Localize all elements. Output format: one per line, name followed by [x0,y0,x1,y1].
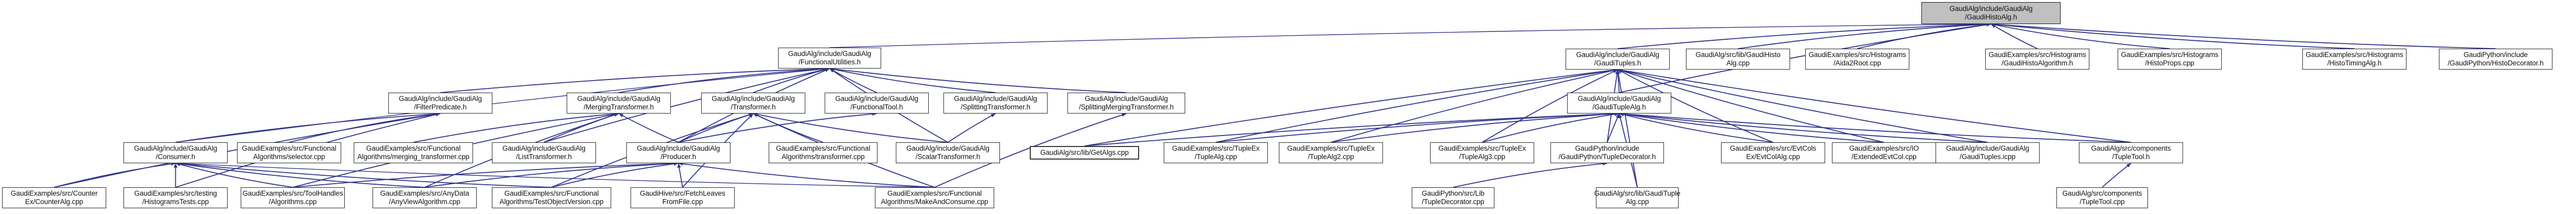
graph-node[interactable]: GaudiAlg/include/GaudiAlg /SplittingTran… [943,93,1048,114]
graph-node[interactable]: GaudiExamples/src/Histograms /GaudiHisto… [1985,49,2089,70]
graph-edge [1619,112,1988,143]
graph-edge [175,162,293,188]
graph-edge [175,162,552,188]
graph-node[interactable]: GaudiAlg/include/GaudiAlg /Consumer.h [123,142,228,163]
graph-node[interactable]: GaudiExamples/src/ToolHandles /Algorithm… [241,187,345,208]
graph-edge [1990,23,2170,49]
graph-node[interactable]: GaudiExamples/src/IO /ExtendedEvtCol.cpp [1832,142,1936,163]
graph-node[interactable]: GaudiExamples/src/Functional Algorithms/… [354,142,473,163]
graph-node[interactable]: GaudiAlg/src/components /TupleTool.cpp [2056,187,2148,208]
graph-node[interactable]: GaudiAlg/include/GaudiAlg /Transformer.h [701,93,805,114]
graph-node[interactable]: GaudiAlg/include/GaudiAlg /Producer.h [626,142,730,163]
graph-node[interactable]: GaudiPython/include /GaudiPython/TupleDe… [1550,142,1664,163]
graph-node[interactable]: GaudiAlg/include/GaudiAlg /FilterPredica… [388,93,492,114]
graph-node[interactable]: GaudiAlg/src/lib/GaudiTuple Alg.cpp [1594,187,1681,208]
graph-edge [948,113,996,143]
graph-edge [1617,69,1988,143]
graph-node[interactable]: GaudiExamples/src/TupleEx /TupleAlg.cpp [1164,142,1268,163]
graph-edge [678,112,877,143]
graph-edge [677,163,683,188]
graph-node[interactable]: GaudiExamples/src/Histograms /HistoTimin… [2302,49,2406,70]
graph-edge [753,112,948,143]
graph-edge [678,162,935,188]
graph-node[interactable]: GaudiAlg/include/GaudiAlg /GaudiTuples.i… [1936,142,2040,163]
graph-edge [1616,69,1638,188]
graph-edge [440,66,830,93]
graph-node[interactable]: GaudiPython/src/Lib /TupleDecorator.cpp [1412,187,1494,208]
graph-edge [1216,68,1618,143]
graph-node[interactable]: GaudiAlg/include/GaudiAlg /MergingTransf… [567,93,671,114]
graph-edge [753,67,830,93]
graph-edge [1738,22,1992,49]
graph-edge [1331,112,1619,143]
graph-edge [1619,112,2131,143]
graph-node[interactable]: GaudiExamples/src/Counter Ex/CounterAlg.… [2,187,106,208]
graph-edge [1619,112,1884,143]
graph-edge [829,67,996,93]
graph-node[interactable]: GaudiAlg/include/GaudiAlg /GaudiTupleAlg… [1567,93,1671,114]
graph-edge [829,22,1992,48]
graph-edge [678,113,753,143]
graph-edge [1619,112,1773,143]
graph-node[interactable]: GaudiExamples/src/AnyData /AnyViewAlgori… [373,187,477,208]
graph-edge [1617,68,2131,143]
graph-edge [1990,22,2496,49]
graph-edge [1617,22,1992,49]
graph-edge [1084,111,1619,147]
graph-edge [829,67,1127,93]
graph-edge [1606,113,1620,143]
graph-node[interactable]: GaudiAlg/include/GaudiAlg /ScalarTransfo… [896,142,1000,163]
graph-node[interactable]: GaudiAlg/src/components /TupleTool.h [2079,142,2183,163]
graph-node[interactable]: GaudiAlg/include/GaudiAlg /FunctionalToo… [825,93,929,114]
graph-edge [424,161,679,188]
graph-edge [829,68,877,93]
graph-edge [1216,111,1619,143]
graph-node[interactable]: GaudiAlg/include/GaudiAlg /SplittingMerg… [1067,93,1185,114]
graph-node[interactable]: GaudiHive/src/FetchLeaves FromFile.cpp [631,187,735,208]
graph-edge [618,67,830,93]
graph-node-root[interactable]: GaudiAlg/include/GaudiAlg /GaudiHistoAlg… [1921,2,2061,24]
graph-node[interactable]: GaudiExamples/src/TupleEx /TupleAlg2.cpp [1279,142,1383,163]
graph-node[interactable]: GaudiExamples/src/Histograms /HistoProps… [2118,49,2222,70]
graph-node[interactable]: GaudiPython/include /GaudiPython/HistoDe… [2439,49,2552,70]
graph-node[interactable]: GaudiExamples/src/TupleEx /TupleAlg3.cpp [1430,142,1534,163]
graph-node[interactable]: GaudiExamples/src/Histograms /Aida2Root.… [1805,49,1909,70]
graph-node[interactable]: GaudiAlg/src/lib/GetAlgs.cpp [1030,146,1139,160]
graph-edge [551,162,679,188]
graph-edge [413,112,619,143]
graph-node[interactable]: GaudiExamples/src/EvtCols Ex/EvtColAlg.c… [1721,142,1825,163]
graph-edge [1990,22,2355,49]
graph-node[interactable]: GaudiAlg/include/GaudiAlg /ListTransform… [492,142,596,163]
graph-edge [1990,24,2038,49]
graph-edge [544,113,619,143]
graph-node[interactable]: GaudiExamples/src/Functional Algorithms/… [492,187,611,208]
graph-edge [1616,69,1620,93]
graph-edge [54,162,176,188]
graph-node[interactable]: GaudiAlg/src/lib/GaudiHisto Alg.cpp [1686,49,1790,70]
graph-node[interactable]: GaudiExamples/src/Functional Algorithms/… [875,187,994,208]
graph-node[interactable]: GaudiExamples/src/testing /HistogramsTes… [123,187,228,208]
graph-edge [2101,163,2132,188]
graph-node[interactable]: GaudiAlg/include/GaudiAlg /FunctionalUti… [778,48,881,69]
graph-edge [289,112,441,143]
graph-edge [175,161,935,188]
graph-edge [618,113,679,143]
graph-edge [753,113,824,143]
graph-edge [1857,22,1992,49]
graph-node[interactable]: GaudiExamples/src/Functional Algorithms/… [769,142,878,163]
graph-node[interactable]: GaudiExamples/src/Functional Algorithms/… [237,142,341,163]
graph-edge [1453,162,1607,188]
graph-edge [175,162,425,188]
graph-edge [175,112,441,143]
graph-edge [1482,112,1619,143]
graph-node[interactable]: GaudiAlg/include/GaudiAlg /GaudiTuples.h [1566,49,1670,70]
graph-edge [293,161,679,188]
